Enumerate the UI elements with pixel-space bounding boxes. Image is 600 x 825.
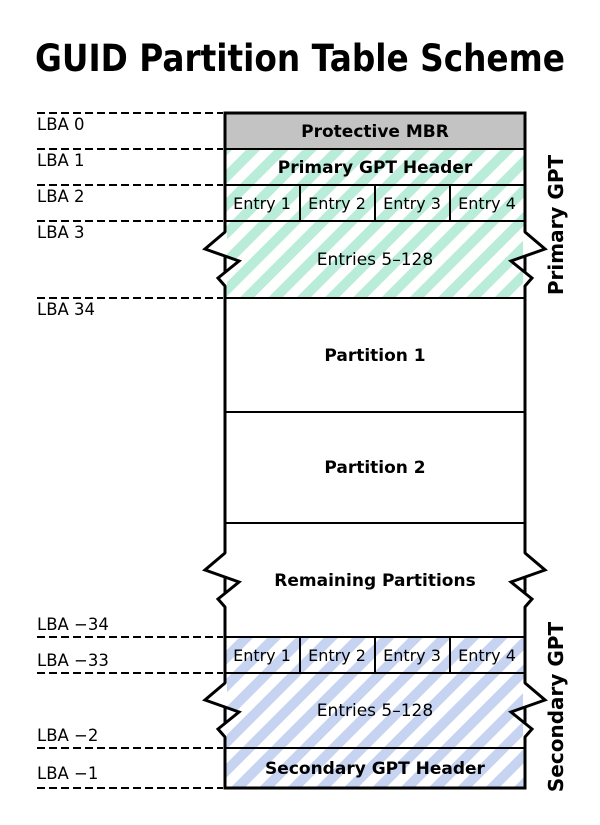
lba-boundary-lines-top: [37, 112, 223, 299]
entry-2-label: Entry 2: [308, 194, 366, 213]
entry-4-label: Entry 4: [458, 194, 516, 213]
secondary-gpt-side-label: Secondary GPT: [544, 622, 568, 793]
block-labels: Protective MBR Primary GPT Header Entry …: [233, 122, 516, 779]
partition-1-label: Partition 1: [324, 346, 425, 366]
lba-boundary-lines-bottom: [37, 636, 223, 789]
break-marker-mask: [511, 232, 545, 286]
lba-label: LBA −1: [37, 764, 98, 783]
disk-outline: [223, 111, 527, 790]
break-marker-mask: [205, 232, 239, 286]
lba-label: LBA −33: [37, 651, 109, 670]
entry-3-label: Entry 3: [383, 646, 441, 665]
break-marker-mask: [205, 553, 239, 607]
entry-4-label: Entry 4: [458, 646, 516, 665]
lba-labels-bottom: LBA −34 LBA −33 LBA −2 LBA −1: [37, 615, 109, 783]
protective-mbr-label: Protective MBR: [301, 122, 449, 142]
break-marker-mask: [205, 683, 239, 737]
lba-label: LBA 34: [37, 300, 95, 319]
break-marker: [202, 230, 243, 287]
lba-label: LBA −34: [37, 615, 109, 634]
lba-labels-top: LBA 0 LBA 1 LBA 2 LBA 3 LBA 34: [37, 115, 95, 319]
break-markers: [202, 230, 548, 738]
primary-gpt-header-label: Primary GPT Header: [278, 158, 473, 178]
break-marker: [507, 681, 548, 738]
primary-gpt-side-label: Primary GPT: [544, 154, 568, 295]
entry-3-label: Entry 3: [383, 194, 441, 213]
primary-gpt-striped-region: [225, 149, 525, 298]
entries-5-128-label: Entries 5–128: [317, 701, 433, 721]
entry-2-label: Entry 2: [308, 646, 366, 665]
break-marker: [507, 230, 548, 287]
lba-label: LBA 1: [37, 151, 85, 170]
lba-label: LBA −2: [37, 726, 98, 745]
remaining-partitions-label: Remaining Partitions: [274, 571, 475, 591]
page-title: GUID Partition Table Scheme: [35, 37, 565, 80]
entry-cell-dividers: [299, 185, 451, 673]
partition-2-label: Partition 2: [324, 458, 425, 478]
entry-1-label: Entry 1: [233, 646, 291, 665]
lba-label: LBA 0: [37, 115, 85, 134]
break-marker-mask: [511, 553, 545, 607]
lba-label: LBA 2: [37, 187, 85, 206]
break-marker: [202, 551, 243, 608]
break-marker: [507, 551, 548, 608]
lba-label: LBA 3: [37, 223, 85, 242]
break-marker: [202, 681, 243, 738]
protective-mbr-block: [225, 113, 525, 149]
secondary-gpt-header-label: Secondary GPT Header: [265, 759, 486, 779]
entries-5-128-label: Entries 5–128: [317, 250, 433, 270]
break-marker-mask: [511, 683, 545, 737]
entry-1-label: Entry 1: [233, 194, 291, 213]
